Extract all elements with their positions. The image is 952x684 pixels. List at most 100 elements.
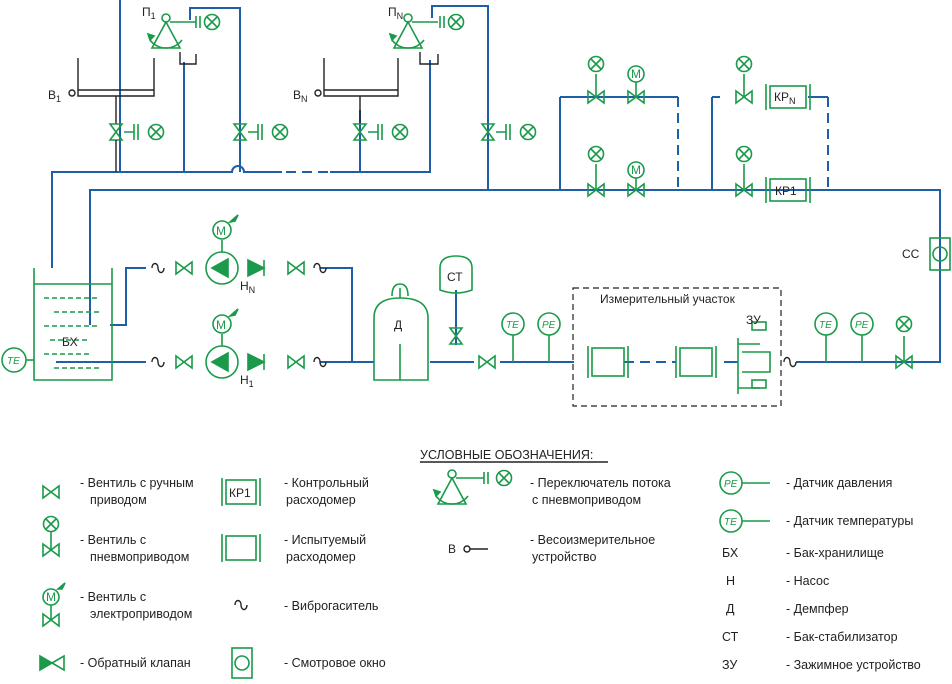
legend-col3-0-l2: с пневмоприводом bbox=[532, 493, 641, 507]
measurement-section-box bbox=[572, 287, 782, 407]
pe-label-2: PE bbox=[855, 320, 869, 331]
valve-line bbox=[478, 355, 496, 369]
kpn-label: КРN bbox=[774, 90, 796, 106]
legend-test-meter-icon bbox=[221, 534, 261, 562]
loop-1-upper bbox=[587, 55, 645, 104]
legend-weigher-icon bbox=[463, 545, 488, 553]
legend-d-symbol: Д bbox=[726, 602, 735, 616]
legend-col4-4: - Демпфер bbox=[786, 602, 849, 616]
flow-switch-pn bbox=[388, 13, 465, 65]
zu-label: ЗУ bbox=[746, 313, 761, 327]
legend-col1-0-l2: приводом bbox=[90, 493, 147, 507]
valve-p1 bbox=[233, 123, 289, 141]
legend-kp1-symbol: КР1 bbox=[229, 486, 251, 500]
legend-col4-0: - Датчик давления bbox=[786, 476, 892, 490]
valve-b1 bbox=[109, 96, 165, 172]
pe-sensor-2 bbox=[850, 312, 874, 362]
p1-label: П1 bbox=[142, 5, 156, 21]
legend-col4-3: - Насос bbox=[786, 574, 829, 588]
legend-check-valve-icon bbox=[39, 654, 65, 672]
legend-col2-3-l1: - Смотровое окно bbox=[284, 656, 386, 670]
te-sensor-tank bbox=[1, 347, 34, 373]
legend-col4-2: - Бак-хранилище bbox=[786, 546, 884, 560]
te-label-1: TE bbox=[506, 320, 519, 331]
pn-label: ПN bbox=[388, 5, 403, 21]
legend-manual-valve-icon bbox=[42, 485, 60, 499]
pump-1 bbox=[151, 308, 327, 379]
valve-pn bbox=[481, 123, 537, 141]
legend-col1-2-l2: электроприводом bbox=[90, 607, 192, 621]
legend-col4-6: - Зажимное устройство bbox=[786, 658, 921, 672]
bn-label: ВN bbox=[293, 88, 308, 104]
loop-1-lower bbox=[587, 145, 645, 197]
legend-h-symbol: Н bbox=[726, 574, 735, 588]
legend-col4-1: - Датчик температуры bbox=[786, 514, 913, 528]
damper bbox=[373, 283, 429, 381]
legend-te-icon bbox=[719, 509, 770, 533]
legend-electric-valve-icon bbox=[42, 582, 66, 627]
motor-label-a: М bbox=[631, 67, 641, 81]
stabilizer bbox=[439, 255, 473, 345]
pump-n bbox=[151, 214, 327, 285]
legend-motor-label: М bbox=[46, 590, 56, 604]
te-label-2: TE bbox=[819, 320, 832, 331]
te-label-tank: TE bbox=[7, 356, 20, 367]
legend-col2-1-l1: - Испытуемый bbox=[284, 533, 366, 547]
pe-sensor-1 bbox=[537, 312, 561, 362]
hn-label: НN bbox=[240, 279, 255, 295]
legend-weigher-symbol: В bbox=[448, 542, 456, 556]
legend-sight-glass-icon bbox=[231, 647, 253, 679]
h1-label: Н1 bbox=[240, 373, 254, 389]
weighing-tank-n bbox=[314, 58, 399, 97]
vibration-damper-r bbox=[783, 356, 797, 368]
legend-title: УСЛОВНЫЕ ОБОЗНАЧЕНИЯ: bbox=[420, 448, 593, 462]
legend-bx-symbol: БХ bbox=[722, 546, 739, 560]
te-sensor-2 bbox=[814, 312, 838, 362]
legend-vibration-damper-icon bbox=[234, 599, 248, 611]
legend-col3-1-l1: - Весоизмерительное bbox=[530, 533, 655, 547]
weighing-tank-1 bbox=[68, 58, 155, 97]
legend-pneumatic-valve-icon bbox=[42, 515, 60, 557]
legend-ct-symbol: СТ bbox=[722, 630, 739, 644]
loop-2-upper bbox=[735, 55, 811, 110]
legend-col3-0-l1: - Переключатель потока bbox=[530, 476, 671, 490]
legend-zu-symbol: ЗУ bbox=[722, 658, 737, 672]
kp1-label: КР1 bbox=[775, 184, 797, 198]
motor-label-h1: М bbox=[216, 318, 226, 332]
legend-control-meter-icon bbox=[221, 478, 261, 506]
valve-bn bbox=[353, 96, 409, 141]
sight-glass bbox=[929, 237, 951, 271]
pe-label-1: PE bbox=[542, 320, 556, 331]
legend-te-symbol: TE bbox=[724, 517, 737, 528]
d-label: Д bbox=[394, 318, 402, 332]
motor-label-b: М bbox=[631, 163, 641, 177]
flow-switch-p1 bbox=[146, 13, 221, 65]
legend-col1-1-l1: - Вентиль с bbox=[80, 533, 146, 547]
legend-col3-1-l2: устройство bbox=[532, 550, 596, 564]
legend-pe-symbol: PE bbox=[724, 479, 738, 490]
legend-col2-0-l1: - Контрольный bbox=[284, 476, 369, 490]
measurement-section-title: Измерительный участок bbox=[600, 292, 736, 306]
clamp-device bbox=[737, 321, 771, 394]
legend-pe-icon bbox=[719, 471, 770, 495]
test-meter-1 bbox=[587, 346, 629, 378]
valve-return bbox=[895, 315, 913, 369]
legend-col4-5: - Бак-стабилизатор bbox=[786, 630, 898, 644]
bx-label: БХ bbox=[62, 335, 78, 349]
legend-col1-2-l1: - Вентиль с bbox=[80, 590, 146, 604]
legend-col2-2-l1: - Виброгаситель bbox=[284, 599, 378, 613]
storage-tank bbox=[33, 268, 113, 381]
test-meter-2 bbox=[675, 346, 717, 378]
legend-col2-0-l2: расходомер bbox=[286, 493, 356, 507]
legend-col1-1-l2: пневмоприводом bbox=[90, 550, 189, 564]
legend-col1-0-l1: - Вентиль с ручным bbox=[80, 476, 194, 490]
legend-col1-3-l1: - Обратный клапан bbox=[80, 656, 191, 670]
loop-2-lower bbox=[735, 145, 811, 203]
b1-label: В1 bbox=[48, 88, 61, 104]
motor-label-hn: М bbox=[216, 224, 226, 238]
ct-label: СТ bbox=[447, 270, 463, 284]
piping bbox=[51, 0, 941, 363]
legend-col2-1-l2: расходомер bbox=[286, 550, 356, 564]
legend-flow-switch-icon bbox=[432, 469, 513, 505]
